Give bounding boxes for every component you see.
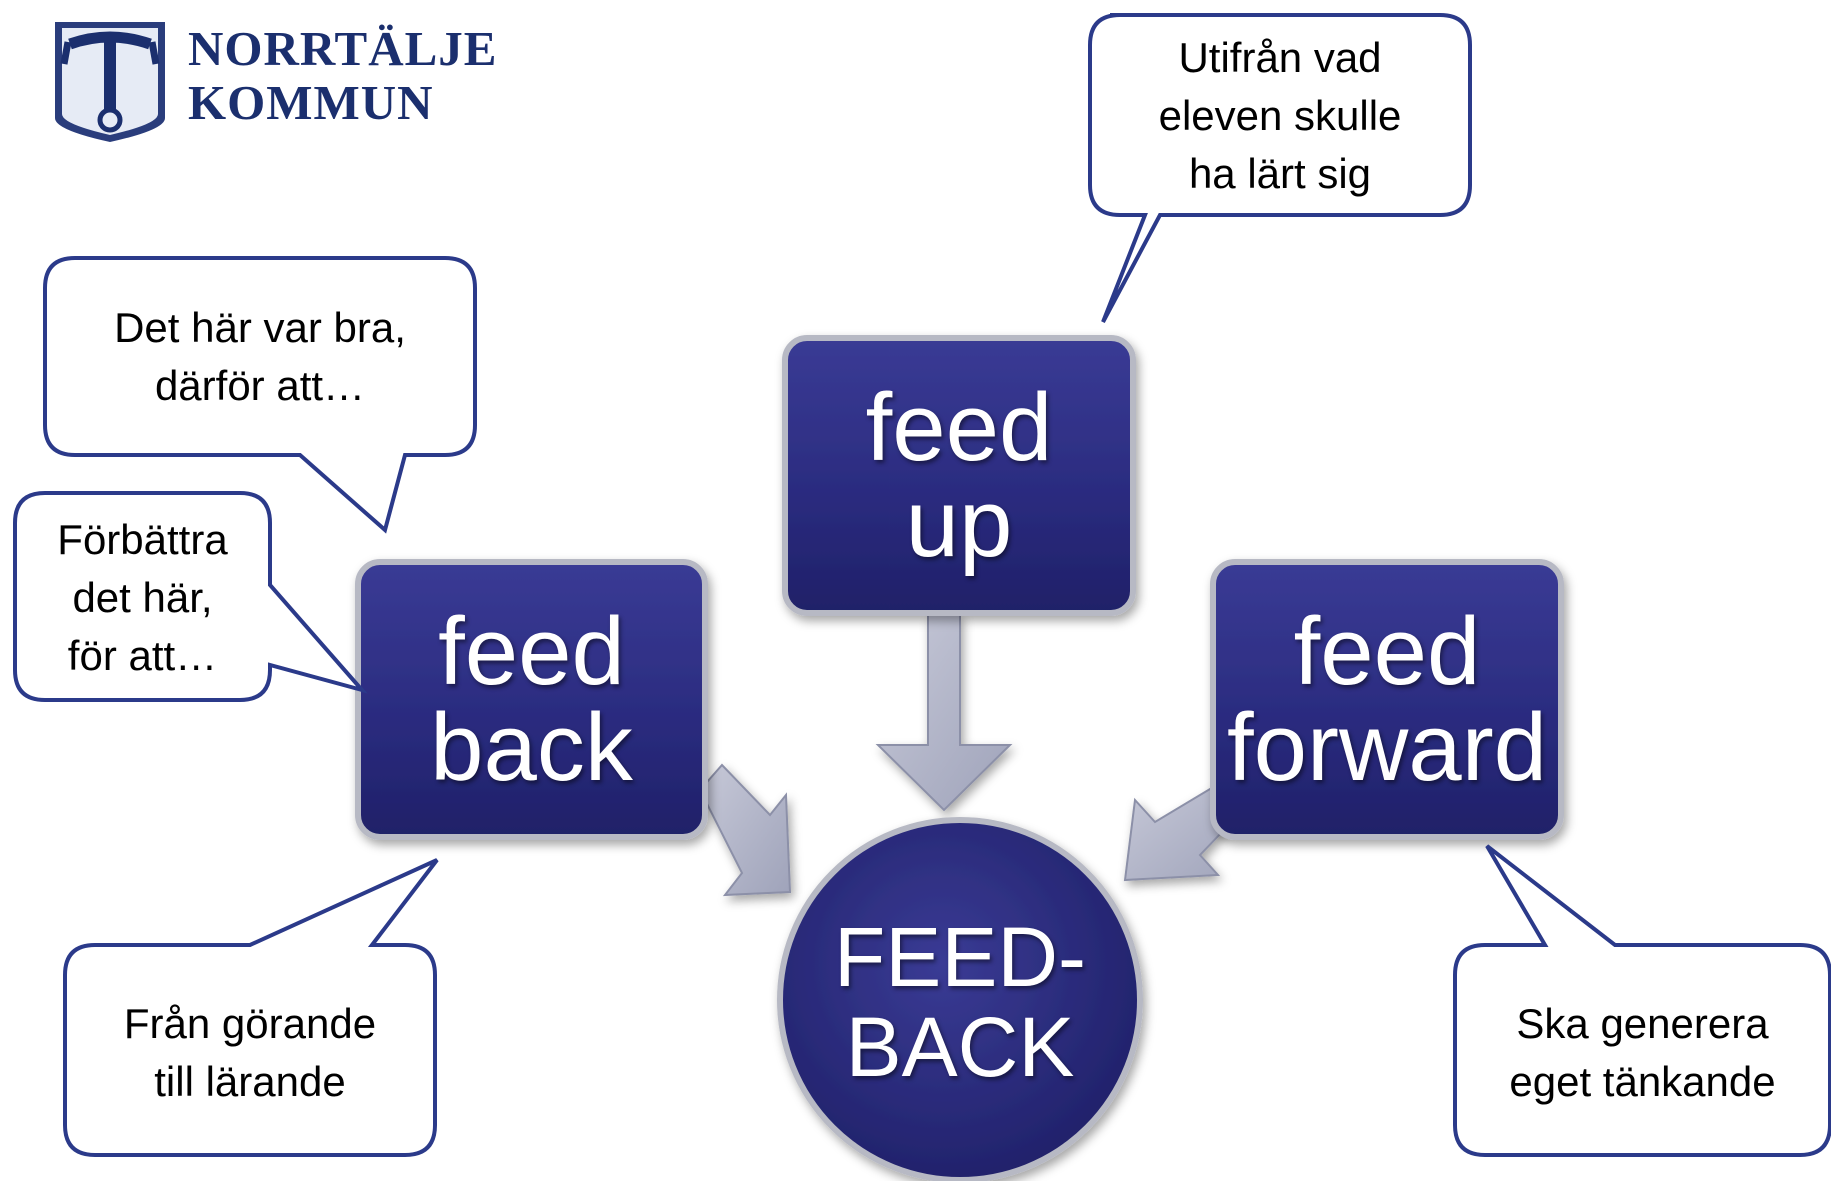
bubble-line: Det här var bra, bbox=[114, 304, 406, 351]
feed-back-box bbox=[355, 559, 708, 840]
feed-back-label: feed back bbox=[358, 604, 705, 796]
feed-back-line-2: back bbox=[430, 694, 633, 801]
bubble-line: till lärande bbox=[154, 1058, 346, 1105]
feed-back-line-1: feed bbox=[438, 598, 625, 705]
feedback-center-circle bbox=[777, 817, 1143, 1181]
bubble-feedback-learning-text: Från görande till lärande bbox=[65, 995, 435, 1111]
bubble-feedback-good-text: Det här var bra, därför att… bbox=[45, 299, 475, 415]
bubble-line: för att… bbox=[67, 632, 218, 679]
bubble-feed-up-note-text: Utifrån vad eleven skulle ha lärt sig bbox=[1090, 29, 1470, 203]
bubble-feed-up-note bbox=[1088, 13, 1472, 323]
bubble-line: Ska generera bbox=[1516, 1000, 1769, 1047]
bubble-line: eleven skulle bbox=[1158, 92, 1402, 139]
bubble-line: Från görande bbox=[123, 1000, 377, 1047]
feed-up-line-1: feed bbox=[865, 374, 1053, 481]
bubble-feedforward-note-text: Ska generera eget tänkande bbox=[1455, 995, 1830, 1111]
feed-forward-line-2: forward bbox=[1226, 694, 1548, 801]
feed-forward-label: feed forward bbox=[1213, 604, 1561, 796]
bubble-line: Förbättra bbox=[57, 516, 228, 563]
feed-up-label: feed up bbox=[785, 380, 1133, 572]
feed-forward-line-1: feed bbox=[1293, 598, 1481, 705]
feedback-center-line-1: FEED- bbox=[834, 910, 1086, 1004]
bubble-feedback-improve bbox=[13, 491, 368, 702]
feed-up-box bbox=[782, 335, 1136, 616]
bubble-feedback-good bbox=[43, 256, 477, 534]
arrow-feed-back-to-feedback bbox=[698, 763, 792, 897]
feed-up-line-2: up bbox=[905, 470, 1013, 577]
bubble-line: därför att… bbox=[154, 362, 366, 409]
bubble-line: Utifrån vad bbox=[1178, 34, 1382, 81]
feedback-center-label: FEED- BACK bbox=[780, 912, 1140, 1092]
bubble-line: eget tänkande bbox=[1509, 1058, 1776, 1105]
bubble-feedback-improve-text: Förbättra det här, för att… bbox=[15, 511, 270, 685]
bubble-line: det här, bbox=[72, 574, 213, 621]
bubble-feedforward-note bbox=[1453, 844, 1831, 1157]
bubble-line: ha lärt sig bbox=[1188, 150, 1372, 197]
logo-text: NORRTÄLJE KOMMUN bbox=[188, 22, 497, 130]
feed-forward-box bbox=[1210, 559, 1564, 840]
feedback-center-line-2: BACK bbox=[845, 1000, 1075, 1094]
bubble-feedback-learning bbox=[63, 858, 439, 1157]
norrtalje-logo-icon bbox=[55, 22, 165, 142]
logo-line-1: NORRTÄLJE bbox=[188, 21, 498, 76]
arrow-feed-up-to-feedback bbox=[875, 614, 1013, 812]
logo-line-2: KOMMUN bbox=[188, 75, 434, 130]
